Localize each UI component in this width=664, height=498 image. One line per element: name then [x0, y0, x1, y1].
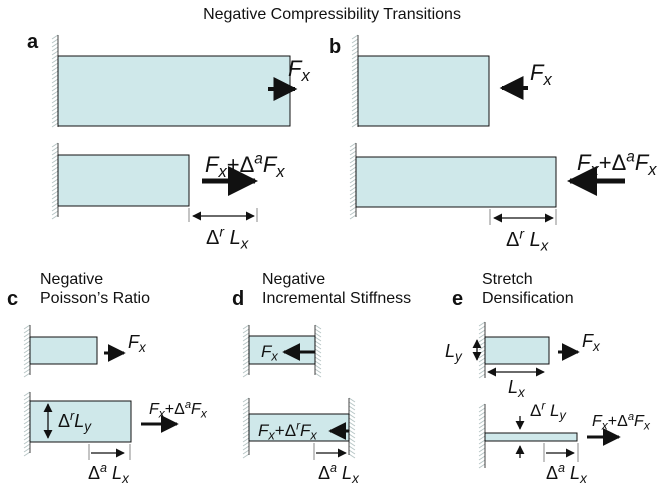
- panel-label-c: c: [7, 288, 19, 310]
- panel-a-force-label-bottom: Fx+ΔaFx: [205, 151, 285, 181]
- figure-title: Negative Compressibility Transitions: [203, 6, 461, 23]
- panel-c-force-label-bottom: Fx+ΔaFx: [149, 399, 208, 421]
- panel-b-force-label-bottom: Fx+ΔaFx: [577, 149, 657, 179]
- panel-e-caption: Stretch Densification: [482, 270, 574, 308]
- panel-d-force-label-bottom: Fx+ΔrFx: [258, 419, 317, 443]
- panel-d-wall-right-top: [314, 324, 322, 378]
- panel-b-block-top: [357, 55, 490, 127]
- panel-d-wall-right-bottom: [348, 397, 356, 459]
- panel-b-wall-bottom: [349, 142, 357, 220]
- panel-d-caption: Negative Incremental Stiffness: [262, 270, 411, 308]
- panel-d-wall-left-bottom: [242, 397, 250, 459]
- panel-d-caption-line2: Incremental Stiffness: [262, 290, 412, 307]
- panel-d-caption-line1: Negative: [262, 271, 326, 288]
- panel-c-wall-top: [23, 324, 31, 378]
- panel-c-caption: Negative Poisson’s Ratio: [40, 270, 150, 308]
- panel-e-block-bottom: [484, 432, 578, 442]
- panel-c-height-dim-label: ΔrLy: [58, 409, 92, 434]
- panel-label-e: e: [452, 288, 464, 310]
- panel-e-length2-dim-label: Δa Lx: [546, 461, 588, 486]
- panel-b-block-bottom: [355, 156, 557, 208]
- panel-c-caption-line2: Poisson’s Ratio: [40, 290, 150, 307]
- panel-e-force-label-bottom: Fx+ΔaFx: [592, 411, 651, 433]
- panel-c-force-label-top: Fx: [128, 332, 147, 355]
- panel-b-force-label-top: Fx: [530, 60, 552, 89]
- panel-c-block-top: [29, 336, 98, 365]
- panel-e-wall-bottom: [478, 403, 486, 469]
- panel-a-wall-bottom: [51, 142, 59, 220]
- panel-d-length-dim-label: Δa Lx: [318, 461, 360, 486]
- panel-e-block-top: [484, 336, 550, 365]
- panel-e-force-label-top: Fx: [582, 331, 601, 354]
- panel-d-force-label-top: Fx: [261, 342, 278, 364]
- panel-a-dim-label: Δr Lx: [206, 223, 249, 252]
- panel-c-caption-line1: Negative: [40, 271, 104, 288]
- panel-e-wall-top: [478, 321, 486, 379]
- panel-b-dim-label: Δr Lx: [506, 225, 549, 254]
- panel-b-wall-top: [351, 34, 359, 128]
- panel-e-thin-dim-label: Δr Ly: [530, 399, 568, 423]
- panel-label-d: d: [232, 288, 245, 310]
- panel-d-block-top: [248, 335, 316, 365]
- panel-d-wall-left-top: [242, 324, 250, 378]
- panel-e-caption-line2: Densification: [482, 290, 574, 307]
- panel-a-block-bottom: [57, 154, 190, 207]
- panel-a-block-top: [57, 55, 291, 127]
- panel-label-a: a: [27, 31, 39, 53]
- panel-a-force-label-top: Fx: [288, 56, 310, 85]
- panel-e-length-dim-label: Lx: [508, 377, 526, 400]
- panel-e-height-dim-label: Ly: [445, 341, 463, 364]
- panel-c-length-dim-label: Δa Lx: [88, 461, 130, 486]
- panel-c-wall-bottom: [23, 391, 31, 457]
- panel-a-wall-top: [51, 34, 59, 128]
- panel-label-b: b: [329, 36, 342, 58]
- panel-e-caption-line1: Stretch: [482, 271, 533, 288]
